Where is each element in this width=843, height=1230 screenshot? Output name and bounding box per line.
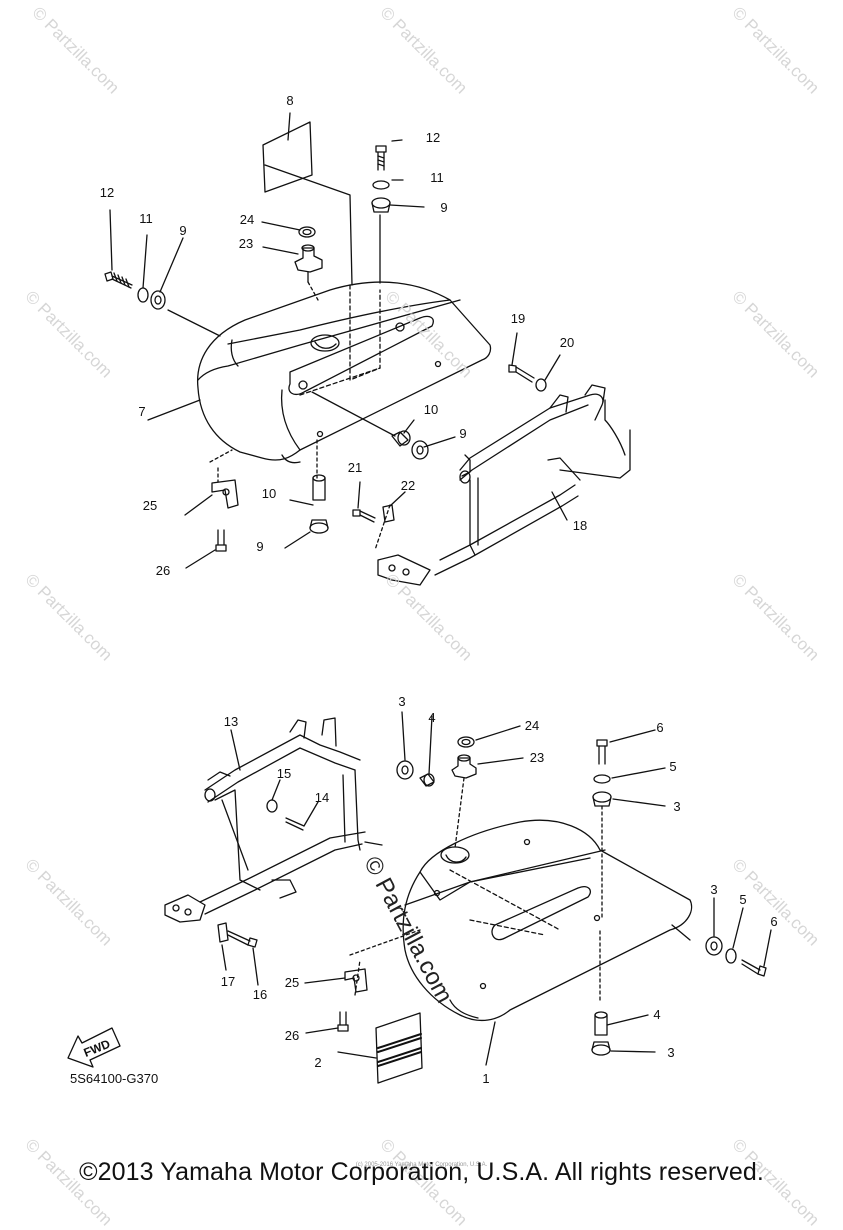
top-callout-20: 20 bbox=[560, 335, 574, 350]
bottom-callout-5: 5 bbox=[739, 892, 746, 907]
decal-part-8 bbox=[262, 121, 313, 193]
bottom-callout-6: 6 bbox=[770, 914, 777, 929]
top-callout-10: 10 bbox=[262, 486, 276, 501]
bottom-callout-24: 24 bbox=[525, 718, 539, 733]
bottom-callout-4: 4 bbox=[653, 1007, 660, 1022]
top-callout-22: 22 bbox=[401, 478, 415, 493]
bottom-callout-16: 16 bbox=[253, 987, 267, 1002]
left-saddlebag-part-7 bbox=[196, 281, 492, 464]
decal-part-2 bbox=[375, 1012, 423, 1084]
callouts-top: 8 12 11 9 12 11 9 24 23 7 19 20 10 9 10 9 21 22 18 25 26 bbox=[100, 93, 587, 578]
copyright-notice: ©2013 Yamaha Motor Corporation, U.S.A. A… bbox=[79, 1158, 764, 1186]
top-callout-9: 9 bbox=[459, 426, 466, 441]
top-callout-26: 26 bbox=[156, 563, 170, 578]
bottom-callout-23: 23 bbox=[530, 750, 544, 765]
top-callout-21: 21 bbox=[348, 460, 362, 475]
top-callout-9: 9 bbox=[179, 223, 186, 238]
bottom-callout-15: 15 bbox=[277, 766, 291, 781]
bottom-callout-14: 14 bbox=[315, 790, 329, 805]
top-callout-24: 24 bbox=[240, 212, 254, 227]
frame-part-18 bbox=[377, 384, 631, 586]
frame-part-13 bbox=[164, 717, 383, 923]
top-callout-11: 11 bbox=[430, 170, 444, 185]
bottom-callout-13: 13 bbox=[224, 714, 238, 729]
bottom-callout-25: 25 bbox=[285, 975, 299, 990]
top-callout-9: 9 bbox=[256, 539, 263, 554]
bottom-callout-3: 3 bbox=[710, 882, 717, 897]
top-callout-23: 23 bbox=[239, 236, 253, 251]
top-callout-8: 8 bbox=[286, 93, 293, 108]
bottom-callout-3: 3 bbox=[398, 694, 405, 709]
bottom-callout-6: 6 bbox=[656, 720, 663, 735]
top-callout-25: 25 bbox=[143, 498, 157, 513]
bottom-callout-17: 17 bbox=[221, 974, 235, 989]
top-callout-10: 10 bbox=[424, 402, 438, 417]
bottom-callout-4: 4 bbox=[428, 710, 435, 725]
top-callout-12: 12 bbox=[100, 185, 114, 200]
top-callout-11: 11 bbox=[139, 211, 153, 226]
top-callout-18: 18 bbox=[573, 518, 587, 533]
bottom-callout-3: 3 bbox=[667, 1045, 674, 1060]
right-saddlebag-part-1 bbox=[402, 819, 693, 1022]
top-callout-12: 12 bbox=[426, 130, 440, 145]
bottom-callout-1: 1 bbox=[482, 1071, 489, 1086]
top-callout-19: 19 bbox=[511, 311, 525, 326]
small-copyright: (c) 2005-2016 Yamaha Motor Corporation, … bbox=[355, 1162, 488, 1168]
bottom-callout-3: 3 bbox=[673, 799, 680, 814]
bottom-callout-2: 2 bbox=[314, 1055, 321, 1070]
bottom-callout-26: 26 bbox=[285, 1028, 299, 1043]
top-callout-7: 7 bbox=[138, 404, 145, 419]
bottom-callout-5: 5 bbox=[669, 759, 676, 774]
drawing-code: 5S64100-G370 bbox=[70, 1071, 159, 1086]
fwd-arrow bbox=[67, 1027, 121, 1068]
top-callout-9: 9 bbox=[440, 200, 447, 215]
